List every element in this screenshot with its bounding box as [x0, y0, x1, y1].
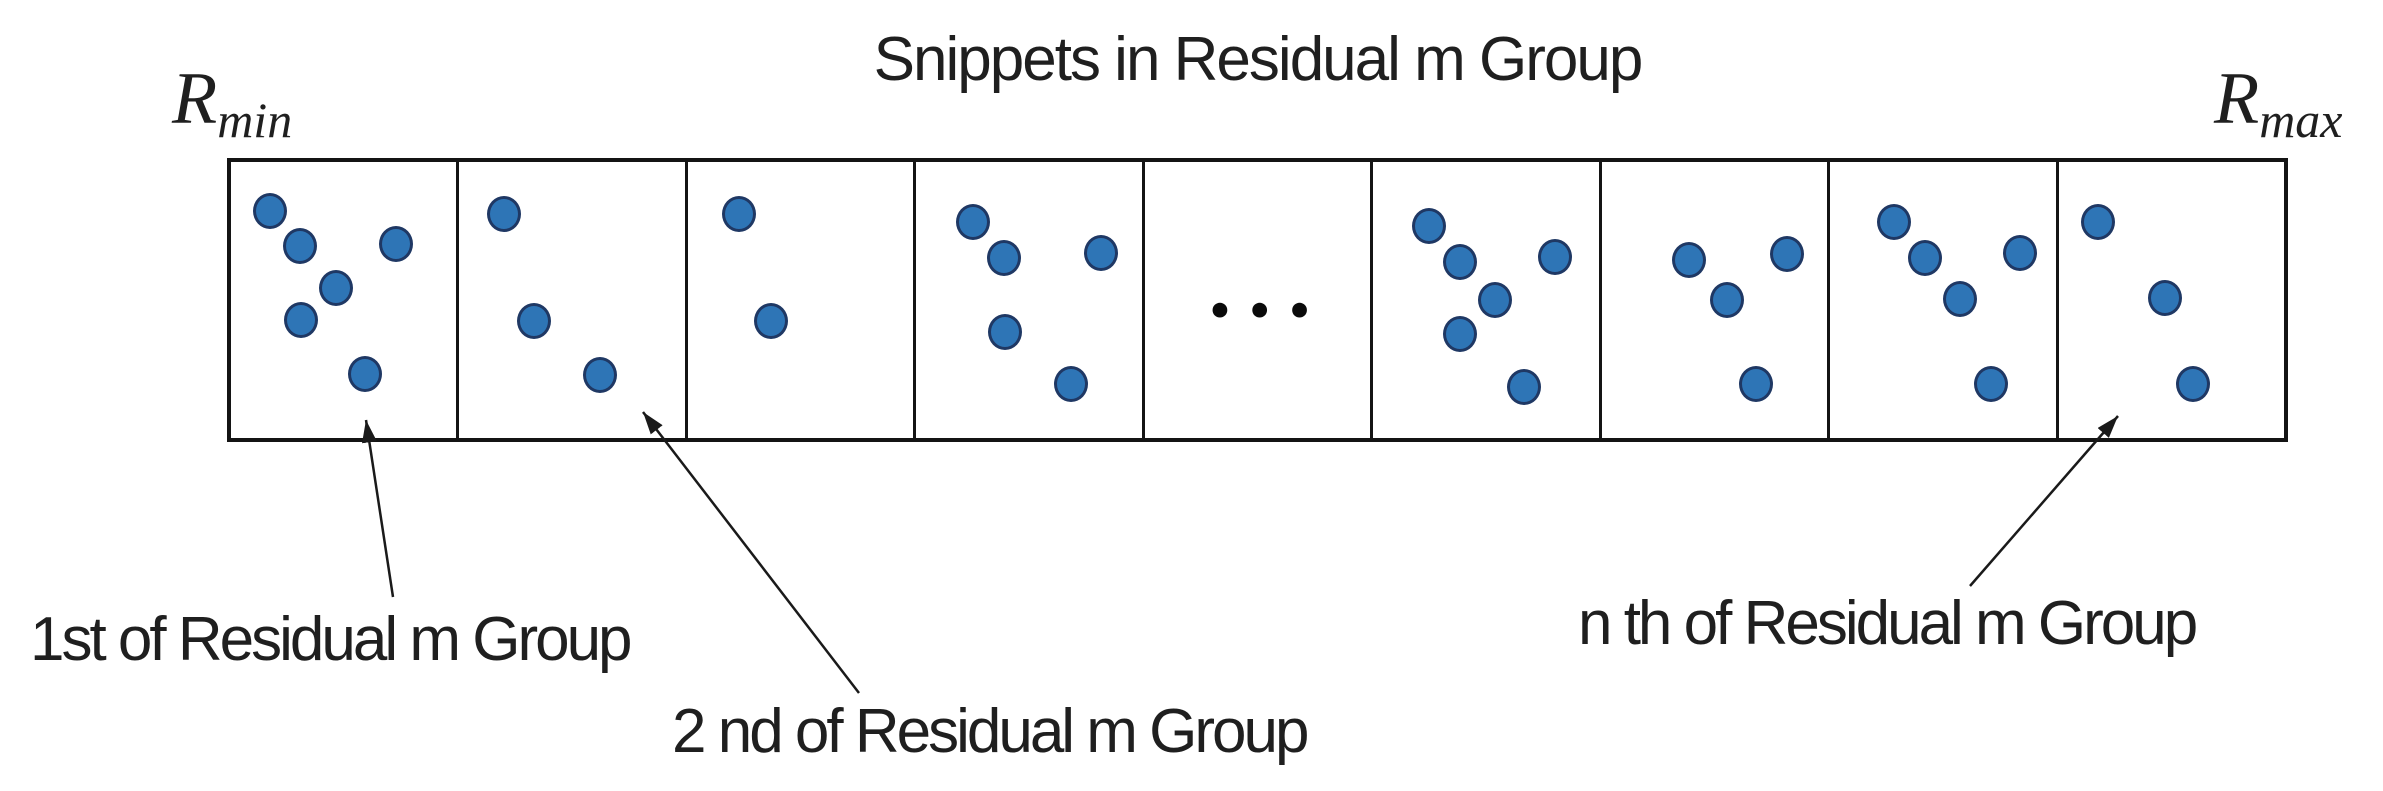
snippet-dot	[2003, 235, 2038, 272]
snippet-cell-ellipsis: •••	[1145, 162, 1374, 438]
snippet-cell-4	[916, 162, 1145, 438]
r-min-label: Rmin	[172, 62, 292, 145]
ellipsis-dots: •••	[1206, 286, 1326, 336]
snippet-dot	[956, 204, 991, 241]
snippet-cell-6	[1373, 162, 1602, 438]
snippet-dot	[2147, 280, 2182, 317]
snippet-dot	[379, 225, 414, 262]
r-max-label: Rmax	[2214, 62, 2343, 145]
snippet-dot	[2080, 204, 2115, 241]
snippet-dot	[1442, 315, 1477, 352]
snippet-dot	[1442, 244, 1477, 281]
snippet-dot	[722, 196, 757, 233]
snippet-cell-8	[1830, 162, 2059, 438]
annotation-label-2nd: 2 nd of Residual m Group	[672, 697, 1309, 766]
r-min-base: R	[172, 58, 218, 140]
snippet-cell-9	[2059, 162, 2284, 438]
snippet-cell-3	[688, 162, 917, 438]
annotation-label-nth: n th of Residual m Group	[1578, 589, 2198, 658]
snippet-dot	[1769, 236, 1804, 273]
snippet-dot	[987, 314, 1022, 351]
snippet-cell-2	[459, 162, 688, 438]
snippet-dot	[987, 240, 1021, 277]
snippet-dot	[2176, 366, 2211, 403]
snippet-row: •••	[227, 158, 2288, 442]
arrow-to-1st-cell	[361, 419, 395, 598]
snippet-dot	[1942, 280, 1977, 317]
snippet-dot	[1053, 365, 1088, 402]
snippet-dot	[1739, 366, 1774, 403]
r-max-subscript: max	[2259, 92, 2343, 148]
snippet-dot	[319, 270, 354, 307]
snippet-dot	[1412, 208, 1447, 245]
snippet-dot	[517, 303, 552, 340]
snippet-dot	[1478, 282, 1513, 318]
snippet-dot	[1084, 235, 1119, 272]
figure-title: Snippets in Residual m Group	[873, 25, 1644, 94]
snippet-dot	[283, 302, 318, 339]
snippet-cell-1	[231, 162, 460, 438]
snippet-dot	[486, 196, 521, 233]
snippet-dot	[253, 192, 288, 229]
snippet-dot	[1506, 369, 1541, 406]
arrow-to-2nd-cell	[642, 411, 860, 694]
r-max-base: R	[2214, 58, 2260, 140]
snippet-dot	[347, 355, 382, 392]
r-min-subscript: min	[217, 92, 293, 148]
snippet-dot	[1672, 242, 1707, 279]
snippet-dot	[583, 356, 618, 393]
snippet-dot	[1709, 282, 1744, 318]
annotation-label-1st: 1st of Residual m Group	[30, 605, 633, 674]
snippet-cell-7	[1602, 162, 1831, 438]
snippet-dot	[282, 228, 317, 265]
snippet-dot	[1973, 366, 2008, 403]
snippet-dot	[753, 303, 788, 340]
snippet-dot	[1877, 204, 1912, 241]
snippet-dot	[1538, 239, 1573, 276]
snippet-dot	[1907, 240, 1942, 277]
